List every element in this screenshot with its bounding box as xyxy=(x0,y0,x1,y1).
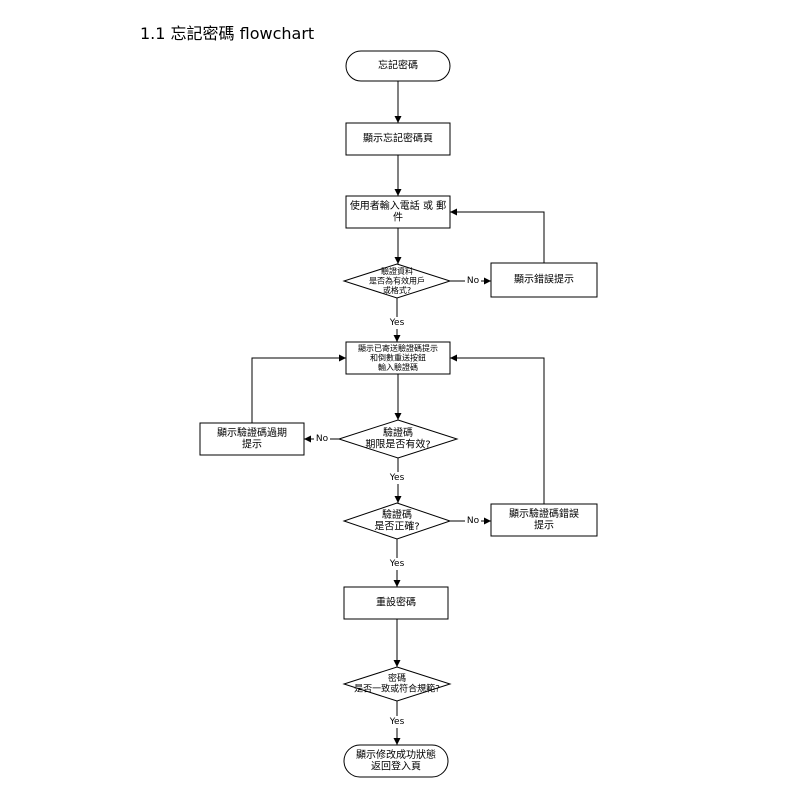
node-label: 驗證碼 xyxy=(382,508,412,521)
node-label: 提示 xyxy=(534,519,554,531)
node-label: 期限是否有效? xyxy=(365,437,430,450)
edge-sent-to-period xyxy=(394,374,402,420)
node-label: 使用者輸入電話 或 郵 xyxy=(350,199,446,212)
edge-label-no-validate: No xyxy=(465,275,481,287)
arrowhead-icon xyxy=(450,354,457,362)
node-label: 顯示已寄送驗證碼提示 xyxy=(358,343,438,353)
node-reset-password: 重設密碼 xyxy=(343,586,449,620)
node-label: 顯示驗證碼過期 xyxy=(217,426,287,439)
edge-label-text: Yes xyxy=(389,318,405,328)
node-label: 或格式? xyxy=(383,285,411,295)
edge-reset-to-match xyxy=(393,619,401,667)
node-label: 是否正確? xyxy=(374,519,419,532)
edge-label-yes-match: Yes xyxy=(386,716,408,728)
arrowhead-icon xyxy=(394,496,402,503)
edge-label-yes-correct: Yes xyxy=(386,558,408,570)
edge-label-text: No xyxy=(467,276,480,286)
node-label: 忘記密碼 xyxy=(378,59,418,72)
node-label: 返回登入頁 xyxy=(371,759,421,772)
node-input-contact: 使用者輸入電話 或 郵件 xyxy=(345,195,451,229)
edge-label-text: No xyxy=(316,434,329,444)
edge-label-yes-period: Yes xyxy=(386,472,408,484)
edge-expired-back-to-sent xyxy=(251,354,346,423)
edge-input-to-validate xyxy=(394,228,402,264)
node-label: 密碼 xyxy=(388,672,406,684)
edge-label-no-period: No xyxy=(314,433,330,445)
node-label: 顯示修改成功狀態 xyxy=(356,748,436,761)
edges-layer xyxy=(251,81,545,745)
edge-page-to-input xyxy=(394,155,402,196)
node-label: 驗證碼 xyxy=(383,426,413,439)
arrowhead-icon xyxy=(394,189,402,196)
node-label: 是否一致或符合規範? xyxy=(354,682,440,694)
node-start: 忘記密碼 xyxy=(345,50,451,82)
edge-label-yes-validate: Yes xyxy=(386,317,408,329)
arrowhead-icon xyxy=(393,660,401,667)
edge-label-text: No xyxy=(467,516,480,526)
edge-start-to-page xyxy=(394,81,402,123)
node-show-page: 顯示忘記密碼頁 xyxy=(345,122,451,156)
arrowhead-icon xyxy=(393,738,401,745)
page-title: 1.1 忘記密碼 flowchart xyxy=(140,24,315,43)
node-show-error: 顯示錯誤提示 xyxy=(490,262,598,298)
node-label: 和倒數重送按鈕 xyxy=(370,353,426,363)
edge-label-text: Yes xyxy=(389,473,405,483)
node-label: 顯示錯誤提示 xyxy=(514,273,574,286)
arrowhead-icon xyxy=(450,208,457,216)
arrowhead-icon xyxy=(394,413,402,420)
edge-error-back-to-input xyxy=(450,208,545,263)
edge-codeerr-back-to-sent xyxy=(450,354,545,504)
node-label: 重設密碼 xyxy=(376,596,416,609)
arrowhead-icon xyxy=(393,580,401,587)
node-label: 顯示忘記密碼頁 xyxy=(363,132,433,145)
node-label: 顯示驗證碼錯誤 xyxy=(509,507,579,520)
node-label: 件 xyxy=(393,211,403,223)
node-label: 提示 xyxy=(242,438,262,450)
arrowhead-icon xyxy=(484,277,491,285)
arrowhead-icon xyxy=(394,116,402,123)
arrowhead-icon xyxy=(393,335,401,342)
edge-label-no-correct: No xyxy=(465,515,481,527)
edge-label-text: Yes xyxy=(389,717,405,727)
arrowhead-icon xyxy=(484,517,491,525)
arrowhead-icon xyxy=(339,354,346,362)
arrowhead-icon xyxy=(304,435,311,443)
arrowhead-icon xyxy=(394,257,402,264)
node-label: 輸入驗證碼 xyxy=(378,362,418,372)
node-label: 是否為有效用戶 xyxy=(369,276,425,286)
node-label: 驗證資料 xyxy=(381,266,413,276)
edge-label-text: Yes xyxy=(389,559,405,569)
